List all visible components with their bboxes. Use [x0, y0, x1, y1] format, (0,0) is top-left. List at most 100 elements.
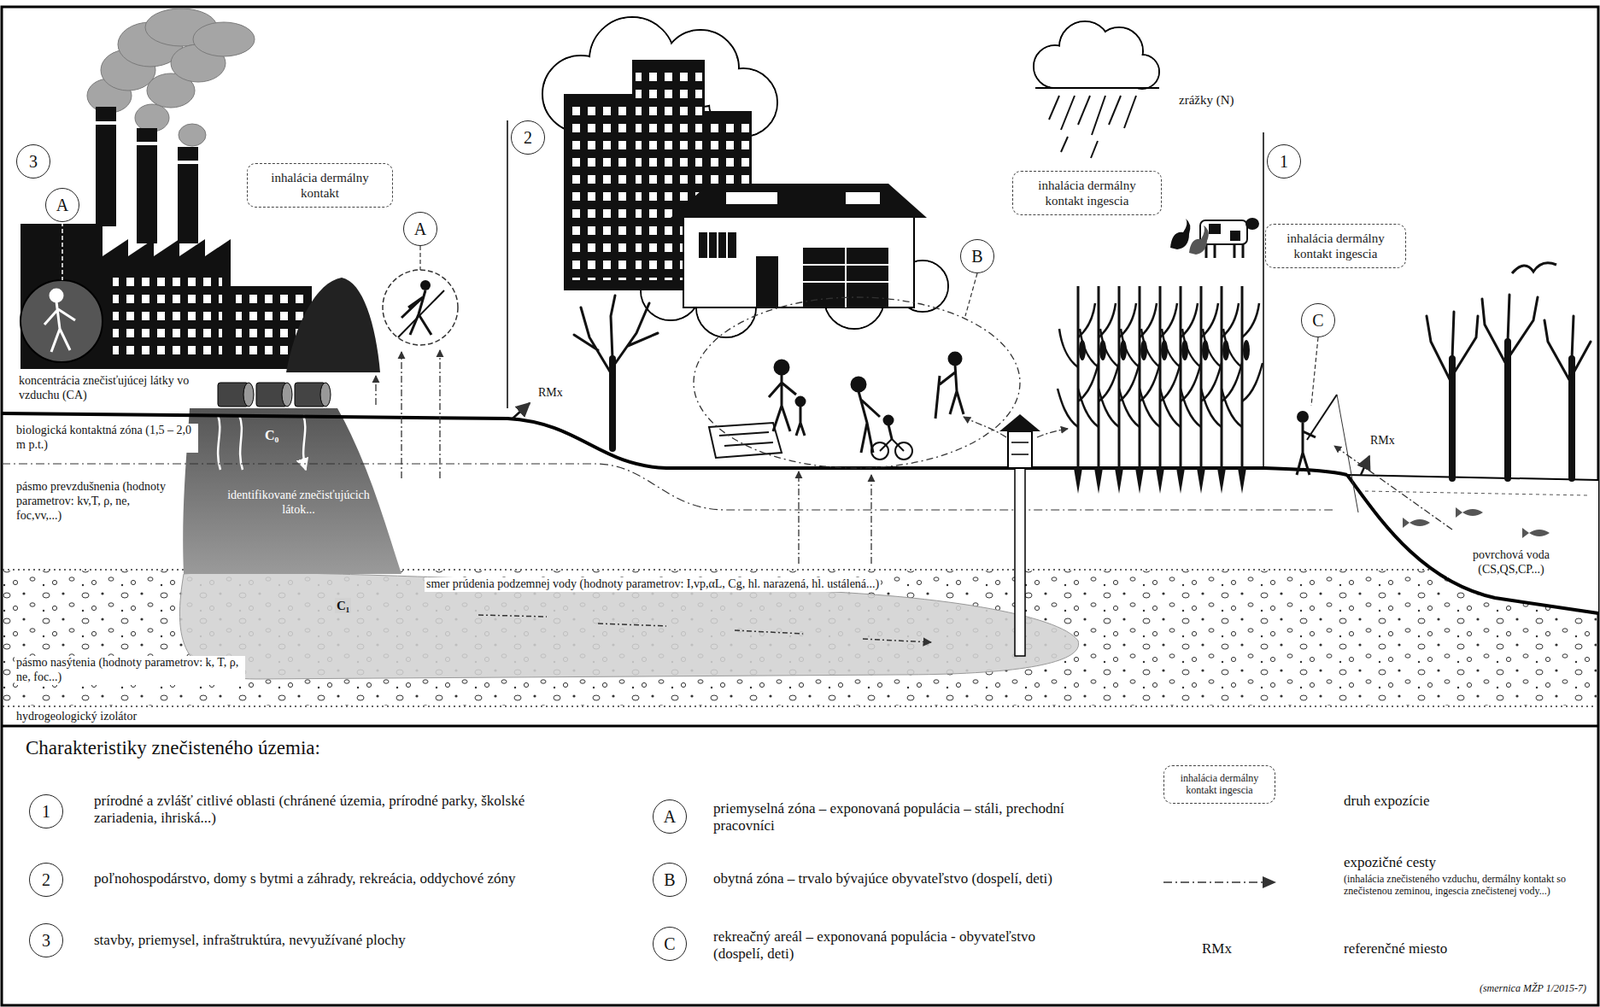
river [1347, 474, 1599, 614]
river [1347, 474, 1599, 481]
exposure-path [439, 350, 440, 479]
factory [136, 141, 158, 146]
residents [884, 416, 893, 425]
farm-animals [1206, 244, 1243, 258]
smoke [178, 123, 206, 147]
residents [965, 273, 978, 317]
node-text: A [414, 220, 427, 239]
text-label: C₁ [334, 597, 352, 614]
exposure-path [797, 471, 799, 564]
text-label: smer prúdenia podzemnej vody (hodnoty pa… [424, 577, 881, 592]
farm-animals [1208, 223, 1241, 241]
residents [796, 397, 805, 406]
fisherman [1334, 445, 1453, 530]
text-label: hydrogeologický izolátor [14, 709, 139, 725]
tree [574, 295, 658, 376]
river [1402, 507, 1550, 539]
text-label: priemyselná zóna – exponovaná populácia … [711, 800, 1079, 836]
legend-line-sample [1163, 876, 1277, 889]
reference-arrow [1360, 456, 1370, 475]
family-house [726, 192, 778, 205]
text-label: identifikované znečisťujúcich látok... [223, 488, 374, 518]
node-text: 2 [523, 128, 533, 147]
residents [693, 273, 1020, 469]
frame [1, 725, 1599, 728]
family-house [670, 183, 927, 308]
node-text: B [971, 247, 983, 266]
apartment-block [563, 59, 752, 291]
factory [95, 121, 117, 125]
zone-circle: A [403, 211, 438, 247]
saturated-zone [2, 570, 1597, 706]
text-label: biologická kontaktná zóna (1,5 – 2,0 m p… [14, 423, 199, 453]
factory [44, 301, 76, 352]
saturated-zone [2, 705, 1597, 708]
barrels [320, 382, 331, 407]
text-label: RMx [1368, 433, 1397, 449]
groundwater-plume [179, 572, 1079, 680]
fisherman [1336, 394, 1359, 513]
farm-animals [1170, 217, 1260, 258]
residents [796, 405, 805, 436]
exposed-worker [398, 290, 445, 338]
text-label: pásmo prevzdušnenia (hodnoty parametrov:… [14, 480, 177, 523]
factory [20, 223, 103, 370]
family-house [802, 247, 889, 308]
legend-line-sample [1262, 876, 1277, 889]
family-house [802, 247, 889, 308]
exposure-path [798, 416, 1068, 564]
smoke [193, 22, 255, 57]
tree [574, 295, 658, 449]
residents [774, 360, 789, 375]
family-house [756, 256, 779, 308]
well [1011, 442, 1029, 455]
rain-cloud [1049, 95, 1137, 159]
exposure-path [375, 350, 440, 479]
tree [1452, 341, 1572, 479]
text-label: pásmo nasýtenia (hodnoty parametrov: k, … [14, 656, 246, 686]
exposure-path [963, 416, 1007, 438]
text-label: stavby, priemysel, infraštruktúra, nevyu… [92, 931, 408, 950]
soil-plume [182, 408, 402, 575]
node-text: 3 [41, 931, 51, 950]
text-label: zrážky (N) [1177, 92, 1237, 108]
river [1455, 507, 1483, 518]
soil-plume [217, 415, 306, 470]
river [1402, 517, 1431, 528]
family-house [698, 232, 737, 258]
groundwater-plume [478, 615, 932, 643]
cloud-shape [542, 17, 949, 338]
tree [1426, 294, 1591, 385]
apartment-block [567, 100, 629, 281]
rain-cloud [1035, 87, 1160, 89]
legend-text: expozičné cesty [1342, 854, 1438, 872]
factory [136, 128, 158, 244]
reference-arrow [512, 403, 530, 419]
text-label: obytná zóna – trvalo bývajúce obyvateľst… [711, 870, 1055, 888]
groundwater-plume [179, 572, 1079, 680]
factory [177, 146, 199, 244]
saturated-zone [2, 569, 1597, 707]
zone-circle: A [45, 187, 80, 223]
factory [50, 289, 63, 302]
text-label: C₀ [263, 427, 281, 444]
rain-cloud [1055, 59, 1142, 88]
well [1014, 468, 1026, 657]
text-label: prírodné a zvlášť citlivé oblasti (chrán… [92, 792, 537, 828]
text-label: druh expozície [1342, 792, 1432, 810]
ground-line [1, 413, 1348, 475]
zone-circle: 2 [29, 862, 64, 897]
text-label: rekreačný areál – exponovaná populácia -… [711, 928, 1079, 964]
node-text: inhalácia dermálny kontakt ingescia [1272, 230, 1399, 262]
well [1008, 431, 1032, 469]
text-label: RMx [1200, 940, 1234, 958]
exposure-box: inhalácia dermálny kontakt ingescia [1012, 170, 1162, 216]
apartment-block [563, 93, 633, 291]
factory [112, 269, 223, 355]
zone-circle: B [652, 862, 687, 897]
family-house [670, 183, 927, 218]
exposure-path [375, 375, 376, 405]
ground-line [1, 413, 1348, 510]
barrels [243, 382, 254, 407]
